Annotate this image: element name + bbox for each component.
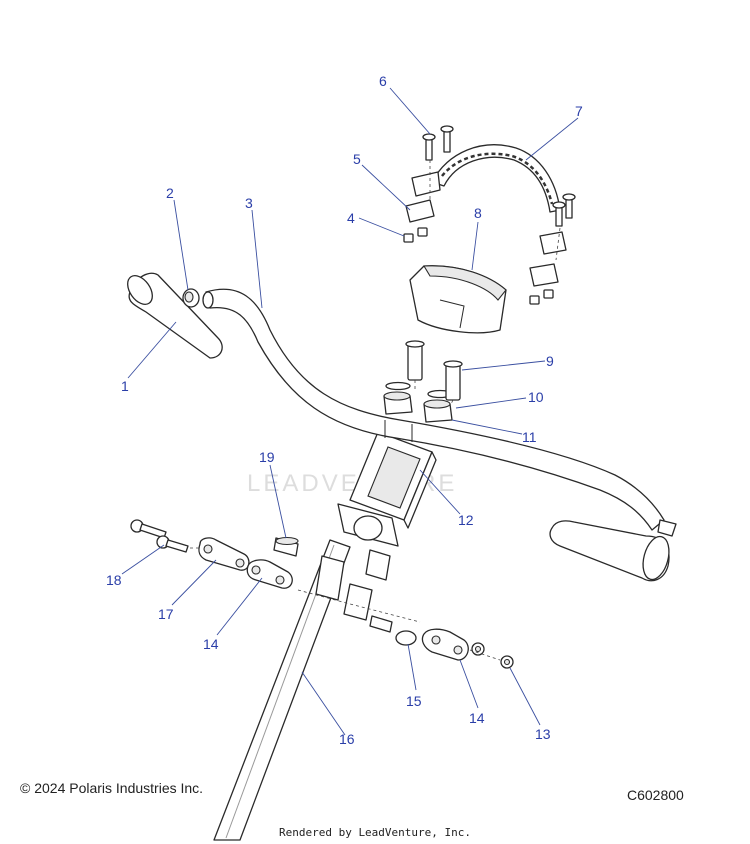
callout-11[interactable]: 11 — [522, 429, 537, 445]
part-9-clamp-bolts[interactable] — [405, 340, 463, 401]
callout-18[interactable]: 18 — [106, 572, 122, 588]
copyright-text: © 2024 Polaris Industries Inc. — [20, 780, 204, 796]
callout-6[interactable]: 6 — [379, 73, 387, 89]
callout-7[interactable]: 7 — [575, 103, 583, 119]
part-3-handlebar[interactable] — [202, 288, 665, 531]
callout-1[interactable]: 1 — [121, 378, 129, 394]
callout-5[interactable]: 5 — [353, 151, 361, 167]
part-18-bolts[interactable] — [130, 519, 189, 553]
part-13-nuts[interactable] — [471, 642, 514, 669]
right-grip[interactable] — [549, 519, 677, 582]
callout-14-left[interactable]: 14 — [203, 636, 219, 652]
callout-2[interactable]: 2 — [166, 185, 174, 201]
callout-12[interactable]: 12 — [458, 512, 474, 528]
callouts: 6 7 5 4 8 2 3 1 9 10 11 19 12 18 17 14 1… — [106, 73, 583, 747]
callout-16[interactable]: 16 — [339, 731, 355, 747]
callout-9[interactable]: 9 — [546, 353, 554, 369]
part-12-riser-block[interactable] — [349, 431, 437, 529]
callout-17[interactable]: 17 — [158, 606, 174, 622]
part-4-nuts[interactable] — [403, 227, 554, 305]
part-19-spacer[interactable] — [273, 536, 299, 557]
callout-8[interactable]: 8 — [474, 205, 482, 221]
part-11-clamp-cap-left[interactable] — [383, 391, 413, 415]
part-7-cover-strap[interactable] — [431, 144, 561, 213]
part-6-screws[interactable] — [422, 125, 576, 227]
part-15-sleeves[interactable] — [369, 615, 417, 646]
part-8-bar-cover[interactable] — [409, 265, 507, 334]
callout-10[interactable]: 10 — [528, 389, 544, 405]
part-14-bracket-left[interactable] — [246, 559, 293, 589]
callout-4[interactable]: 4 — [347, 210, 355, 226]
assembly-lines — [190, 160, 561, 661]
part-5-clamp-brackets[interactable] — [405, 171, 567, 287]
part-2-end-plug[interactable] — [182, 288, 200, 308]
callout-15[interactable]: 15 — [406, 693, 422, 709]
callout-13[interactable]: 13 — [535, 726, 551, 742]
part-1-left-grip[interactable] — [123, 271, 223, 359]
rendered-by-text: Rendered by LeadVenture, Inc. — [278, 826, 472, 839]
callout-3[interactable]: 3 — [245, 195, 253, 211]
steering-post-clamp[interactable] — [315, 503, 399, 621]
part-11-clamp-cap-right[interactable] — [423, 399, 453, 423]
diagram-code: C602800 — [627, 787, 684, 803]
callout-19[interactable]: 19 — [259, 449, 275, 465]
part-14-bracket-right[interactable] — [421, 628, 469, 661]
callout-14-right[interactable]: 14 — [469, 710, 485, 726]
part-17-link-plate[interactable] — [198, 537, 250, 571]
leader-lines — [121, 87, 579, 736]
